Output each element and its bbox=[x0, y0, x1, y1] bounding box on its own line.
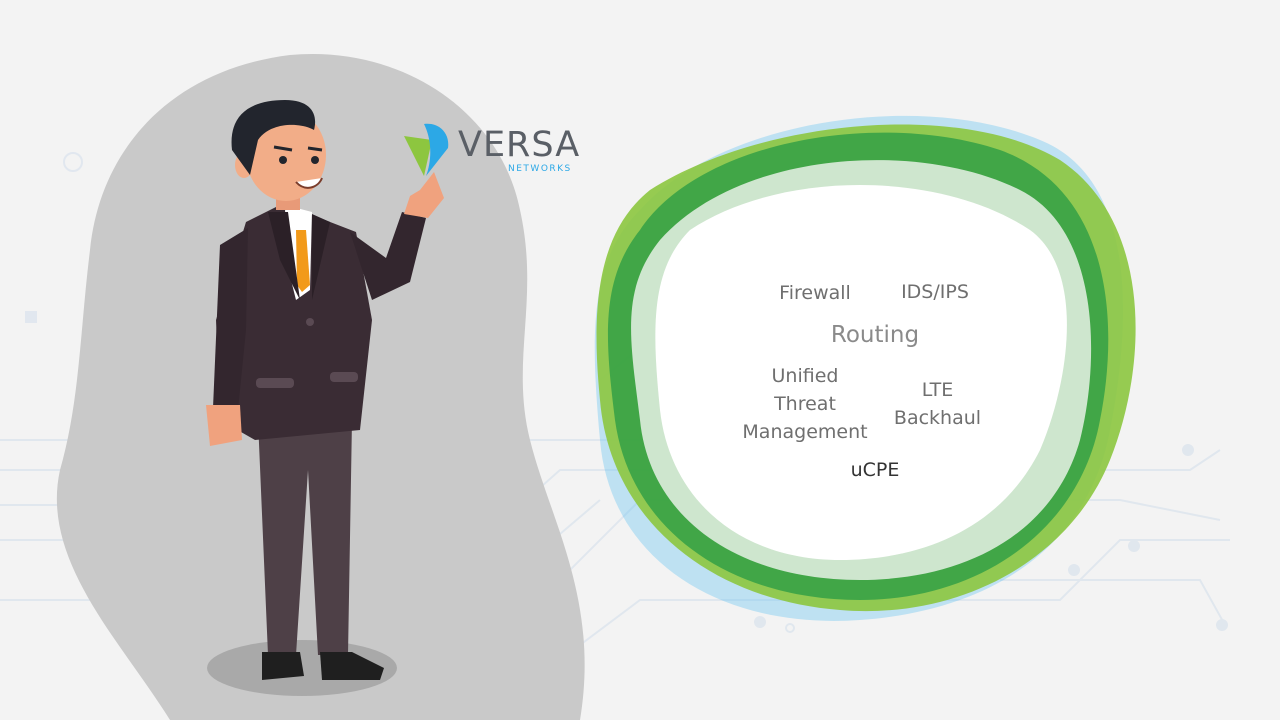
service-rings bbox=[594, 115, 1136, 621]
service-lte-line: LTE bbox=[921, 379, 954, 401]
service-ucpe: uCPE bbox=[850, 459, 900, 481]
brand-tagline: NETWORKS bbox=[508, 164, 572, 174]
service-lte-line: Backhaul bbox=[893, 407, 982, 429]
service-ids-ips: IDS/IPS bbox=[901, 281, 969, 303]
service-routing: Routing bbox=[830, 322, 920, 348]
service-utm-line: Threat bbox=[774, 393, 836, 415]
versa-logo-icon bbox=[404, 123, 449, 176]
businessman-character bbox=[206, 100, 444, 680]
brand-name: VERSA bbox=[458, 125, 581, 165]
service-unified-threat-management: Unified Threat Management bbox=[730, 362, 880, 446]
service-utm-line: Unified bbox=[771, 365, 839, 387]
service-firewall: Firewall bbox=[779, 282, 851, 304]
service-lte-backhaul: LTE Backhaul bbox=[880, 376, 995, 432]
service-utm-line: Management bbox=[742, 421, 868, 443]
